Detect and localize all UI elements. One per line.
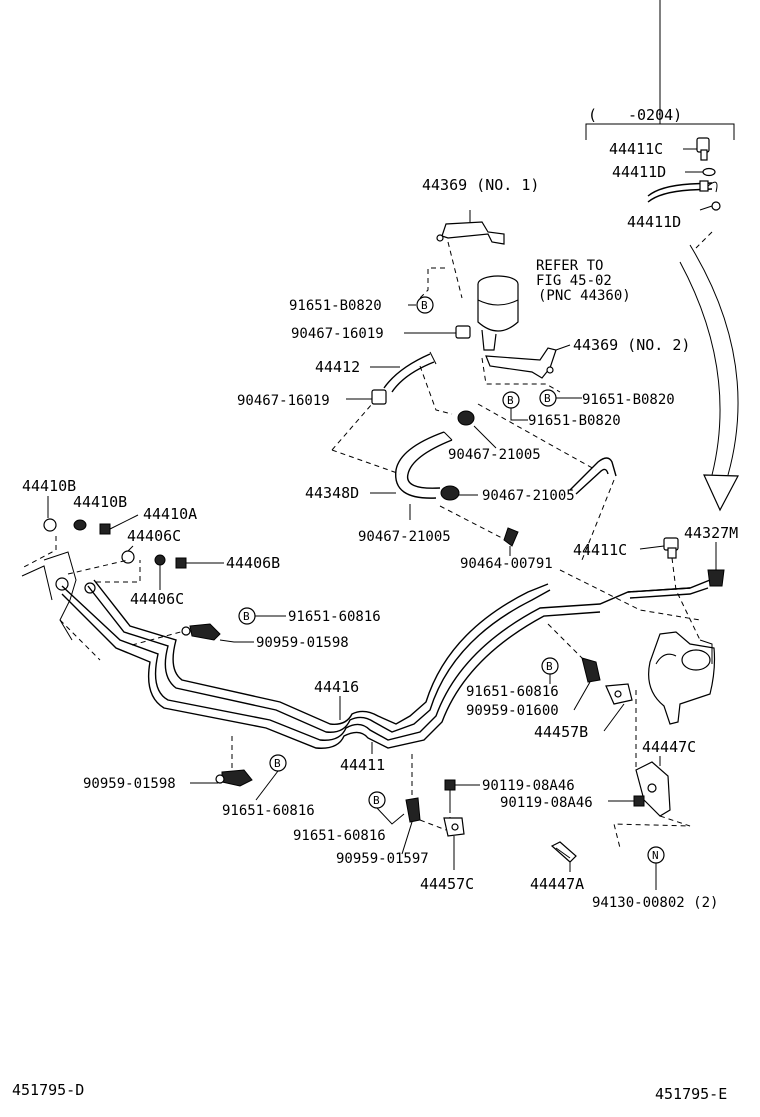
main-pipes [61,579,691,749]
gear-mount-left [21,551,96,641]
hose-44327m [627,569,725,599]
label-44411d-top: 44411D [612,163,666,181]
label-90467-21005-a: 90467-21005 [448,447,541,463]
label-91651-b0820-a: 91651-B0820 [289,298,382,314]
label-90467-21005-c: 90467-21005 [358,529,451,545]
label-91651-b0820-b: 91651-B0820 [582,392,675,408]
label-90959-01598-a: 90959-01598 [256,635,349,651]
label-90464-00791: 90464-00791 [460,556,553,572]
marker-b-6: B [546,660,553,673]
bracket-44457c [443,817,465,837]
steering-gear-housing [648,631,716,725]
clamp-01598-b [215,769,253,787]
marker-b-5: B [274,757,281,770]
hose-44348d [395,431,453,499]
label-94130-00802: 94130-00802 (2) [592,895,718,911]
refer-line-1: REFER TO [536,258,603,274]
label-90467-16019-b: 90467-16019 [237,393,330,409]
label-44369-no1: 44369 (NO. 1) [422,176,539,194]
bolt-44447a [550,841,577,863]
clamp-21005-top [457,410,497,449]
label-91651-60816-a: 91651-60816 [288,609,381,625]
label-91651-60816-c: 91651-60816 [222,803,315,819]
big-arrow [679,231,739,512]
bolt-44406b [175,557,187,569]
label-44457b: 44457B [534,723,588,741]
union-44411c [663,537,679,559]
label-44369-no2: 44369 (NO. 2) [573,336,690,354]
clamp-01598-a [181,623,221,641]
clamp-01600 [573,657,601,711]
label-44411c-mid: 44411C [573,541,627,559]
label-44457c: 44457C [420,875,474,893]
label-90119-08a46-a: 90119-08A46 [482,778,575,794]
marker-b-7: B [373,794,380,807]
footer-code-left: 451795-D [12,1081,84,1099]
marker-b: B [421,299,428,312]
label-90467-16019-a: 90467-16019 [291,326,384,342]
label-44406b: 44406B [226,554,280,572]
bolt-44410a [99,514,139,535]
label-44411c-top: 44411C [609,140,663,158]
label-44416: 44416 [314,678,359,696]
hose-44412 [383,351,437,393]
label-90467-21005-b: 90467-21005 [482,488,575,504]
marker-n: N [652,849,659,862]
bolt-08a46-a [444,779,480,808]
label-90119-08a46-b: 90119-08A46 [500,795,593,811]
label-44348d: 44348D [305,484,359,502]
label-90959-01598-b: 90959-01598 [83,776,176,792]
clamp-16019-top [455,325,471,339]
marker-b-4: B [243,610,250,623]
label-91651-60816-b: 91651-60816 [466,684,559,700]
gasket-44410b [73,519,87,531]
label-44406c-b: 44406C [130,590,184,608]
clip-00791 [503,527,519,556]
bolt-08a46-b [608,795,645,807]
bracket-44457b [605,683,633,705]
return-hose [569,457,617,495]
variant-code: -0204) [628,106,682,124]
clamp-01597 [405,797,421,823]
label-44327m: 44327M [684,524,738,542]
label-44447c: 44447C [642,738,696,756]
label-44447a: 44447A [530,875,584,893]
label-90959-01600: 90959-01600 [466,703,559,719]
union-bolt-part [683,137,710,161]
label-44411d-2: 44411D [627,213,681,231]
small-tube-part [647,180,721,211]
bracket-no2 [485,347,557,379]
marker-b-3: B [507,394,514,407]
washer-44410b [43,518,57,532]
refer-line-2: FIG 45-02 [536,273,612,289]
footer-code-right: 451795-E [655,1085,727,1103]
label-44412: 44412 [315,358,360,376]
label-44410b-a: 44410B [22,477,76,495]
clamp-16019-mid [371,389,387,405]
variant-open: ( [588,106,597,124]
label-44410a: 44410A [143,505,197,523]
gasket-part [685,167,716,177]
label-44406c-a: 44406C [127,527,181,545]
refer-line-3: (PNC 44360) [538,288,631,304]
reservoir [477,275,519,351]
label-91651-60816-d: 91651-60816 [293,828,386,844]
label-44410b-b: 44410B [73,493,127,511]
variant-bracket [585,0,735,140]
marker-b-2: B [544,392,551,405]
label-44411: 44411 [340,756,385,774]
bracket-no1 [436,210,505,245]
label-90959-01597: 90959-01597 [336,851,429,867]
clamp-21005-low [440,485,478,501]
bracket-44447c [635,761,671,817]
label-91651-b0820-c: 91651-B0820 [528,413,621,429]
marker-b-icon [416,296,434,314]
